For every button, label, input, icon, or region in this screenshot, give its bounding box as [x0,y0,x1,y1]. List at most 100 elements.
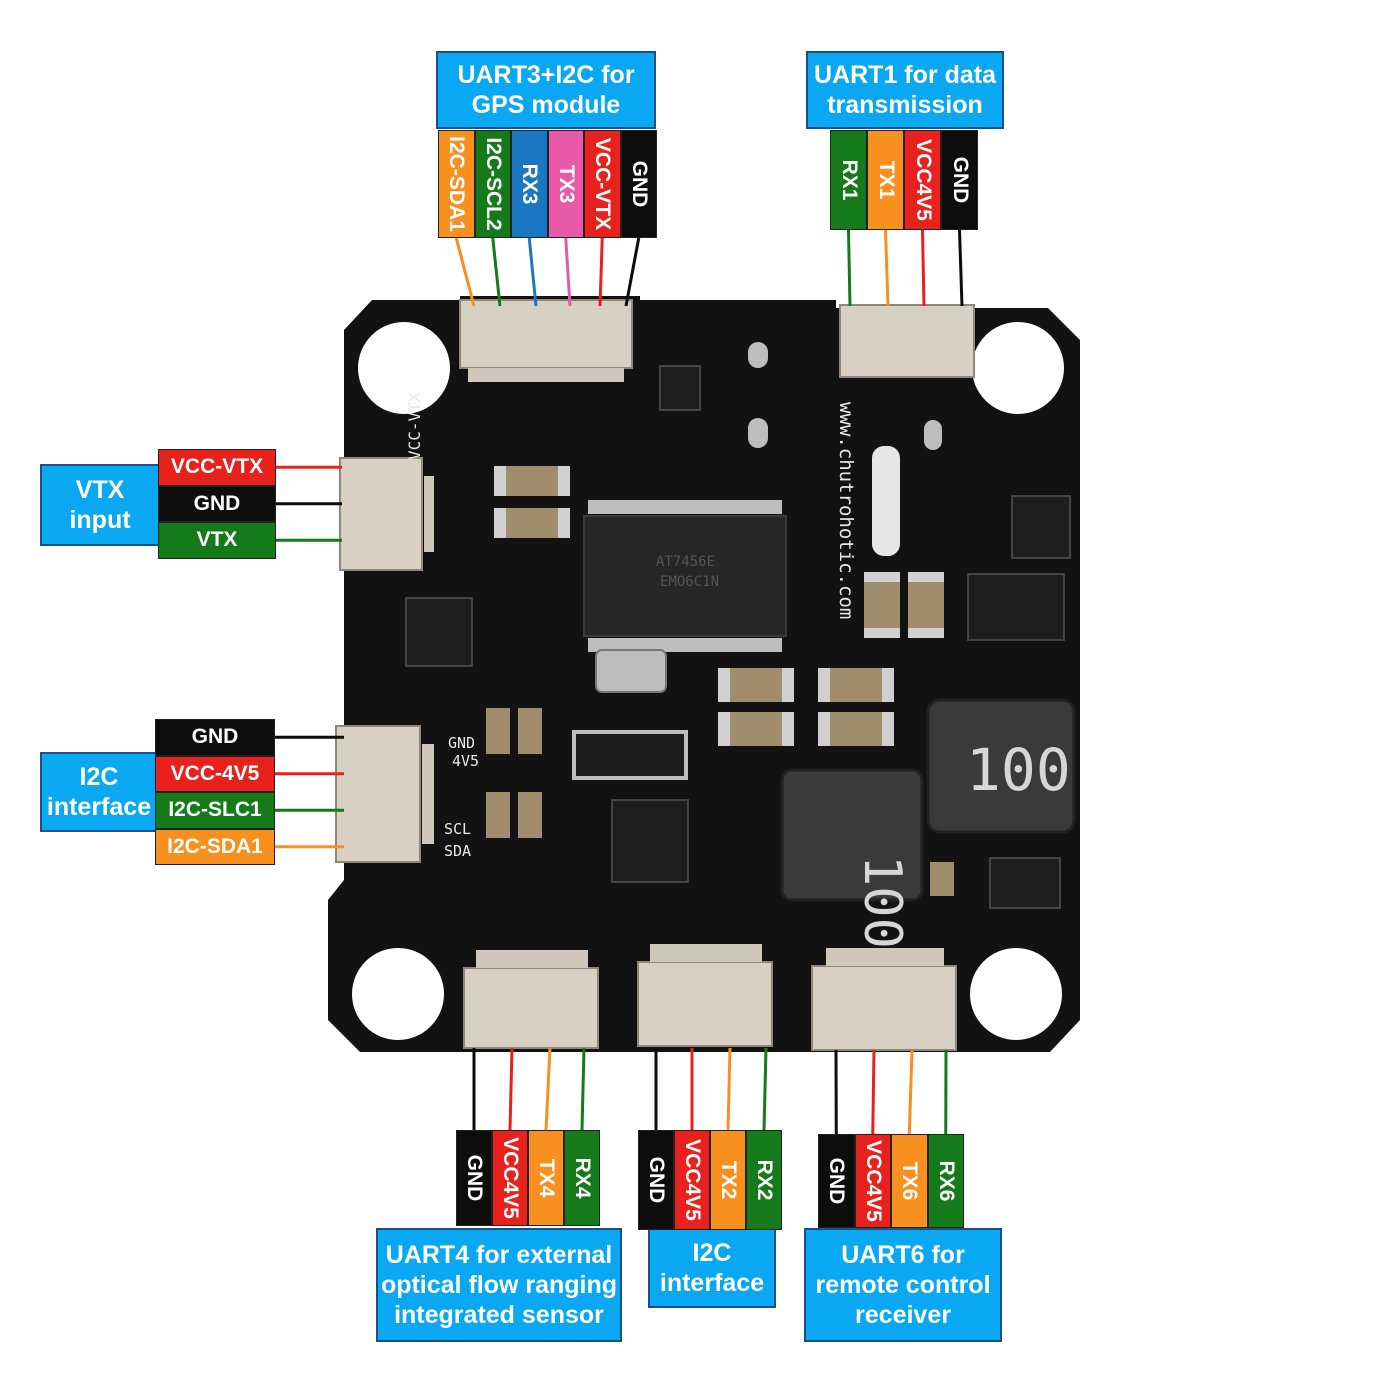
pin-label-text: TX1 [874,160,898,200]
capacitors [486,466,954,896]
callout-uart6-line3: receiver [855,1301,951,1329]
callout-uart6-line1: UART6 for [841,1241,965,1269]
pin-label-gps-4: VCC-VTX [584,130,621,238]
connector-gps [459,299,633,369]
callout-uart6-line2: remote control [815,1271,991,1299]
wire-uart4-1 [508,1047,514,1131]
callout-uart4-line3: integrated sensor [394,1301,604,1329]
pin-label-uart1-0: RX1 [830,130,867,230]
crystal [595,649,667,693]
pin-label-uart1-2: VCC4V5 [904,130,941,230]
pin-label-text: VCC-VTX [591,137,615,231]
callout-i2c-left-line2: interface [46,793,152,821]
pin-label-i2c_left-1: VCC-4V5 [155,755,275,792]
callout-gps-line2: GPS module [471,91,621,119]
wire-uart1-0 [847,229,852,307]
mounting-hole-bottom-right [970,948,1062,1040]
solder-pads [748,342,942,556]
pin-label-text: VCC4V5 [681,1139,704,1221]
pin-label-text: I2C-SCL2 [481,137,505,231]
callout-vtx-line1: VTX [75,476,125,504]
wire-gps-0 [454,237,476,307]
pin-label-uart6-3: RX6 [927,1134,964,1228]
pin-label-text: VCC4V5 [911,139,935,221]
wire-uart4-2 [544,1047,552,1131]
pin-label-text: VCC4V5 [861,1140,885,1222]
small-ics [405,365,1071,909]
wire-gps-1 [491,237,502,307]
wire-uart4-3 [580,1047,586,1131]
pin-label-uart4-1: VCC4V5 [492,1130,528,1226]
diode [572,730,688,780]
pin-label-text: RX4 [571,1157,594,1199]
pin-label-text: GND [645,1156,668,1204]
wire-uart6-1 [871,1049,876,1135]
pin-label-i2c_bottom-1: VCC4V5 [674,1130,710,1230]
wire-gps-4 [598,237,604,307]
pin-label-i2c_left-0: GND [155,719,275,756]
inductor-small-label: 100 [852,855,912,949]
connector-vtx [339,457,423,571]
pin-label-uart1-3: GND [941,130,978,230]
pin-label-i2c_bottom-0: GND [638,1130,674,1230]
pin-label-text: RX2 [753,1159,776,1201]
callout-uart1-line2: transmission [827,91,983,119]
inductor-small [780,768,924,902]
pin-label-uart6-1: VCC4V5 [854,1134,891,1228]
connector-pin-tabs [422,368,944,968]
wires [275,229,964,1135]
callout-gps-line1: UART3+I2C for [457,61,635,89]
pin-label-gps-1: I2C-SCL2 [474,130,511,238]
chip-pins [588,500,782,652]
callout-uart4-line1: UART4 for external [385,1241,613,1269]
silk-sda: SDA [444,842,471,860]
pin-label-i2c_left-3: I2C-SDA1 [155,828,275,865]
callout-uart4-line2: optical flow ranging [380,1271,618,1299]
wire-gps-2 [527,237,538,307]
pin-label-i2c_bottom-2: TX2 [710,1130,746,1230]
pin-label-i2c_bottom-3: RX2 [746,1130,782,1230]
pin-label-gps-2: RX3 [511,130,548,238]
pin-label-text: I2C-SDA1 [445,136,469,232]
callout-i2c-left-line1: I2C [79,763,119,791]
connector-i2c-bottom [637,961,773,1047]
wire-uart6-2 [907,1049,914,1135]
chip-marking-line1: AT7456E [656,554,715,570]
pin-label-vtx-2: VTX [158,522,276,559]
pin-label-uart1-1: TX1 [867,130,904,230]
pin-label-text: GND [627,160,651,208]
pin-label-uart6-2: TX6 [891,1134,928,1228]
inductor-large [926,698,1076,834]
connector-uart4 [463,967,599,1049]
silk-vcc-vtx: VCC-VTX [405,392,424,460]
mounting-hole-top-right [972,322,1064,414]
pin-label-uart4-3: RX4 [564,1130,600,1226]
osd-chip [583,515,787,637]
inductor-large-label: 100 [966,736,1071,804]
pcb-outline [328,296,1080,1052]
callout-uart1-line1: UART1 for data [814,61,996,89]
wire-i2c_bottom-2 [726,1047,732,1131]
pin-label-text: RX1 [837,159,861,201]
pin-label-text: TX6 [898,1161,922,1201]
wire-uart1-3 [958,229,964,307]
silk-4v5: 4V5 [452,752,479,770]
pin-label-i2c_left-2: I2C-SLC1 [155,792,275,829]
pin-label-gps-3: TX3 [547,130,584,238]
connector-uart6 [811,965,957,1051]
pin-label-uart4-2: TX4 [528,1130,564,1226]
pin-label-gps-5: GND [620,130,657,238]
pin-label-text: VCC4V5 [499,1137,522,1219]
chip-marking-line2: EMO6C1N [660,574,719,590]
silk-gnd: GND [448,734,475,752]
wire-uart1-1 [884,229,890,307]
connector-i2c-left [335,725,421,863]
callout-i2c-bottom-line2: interface [659,1269,765,1297]
pin-label-uart6-0: GND [818,1134,855,1228]
